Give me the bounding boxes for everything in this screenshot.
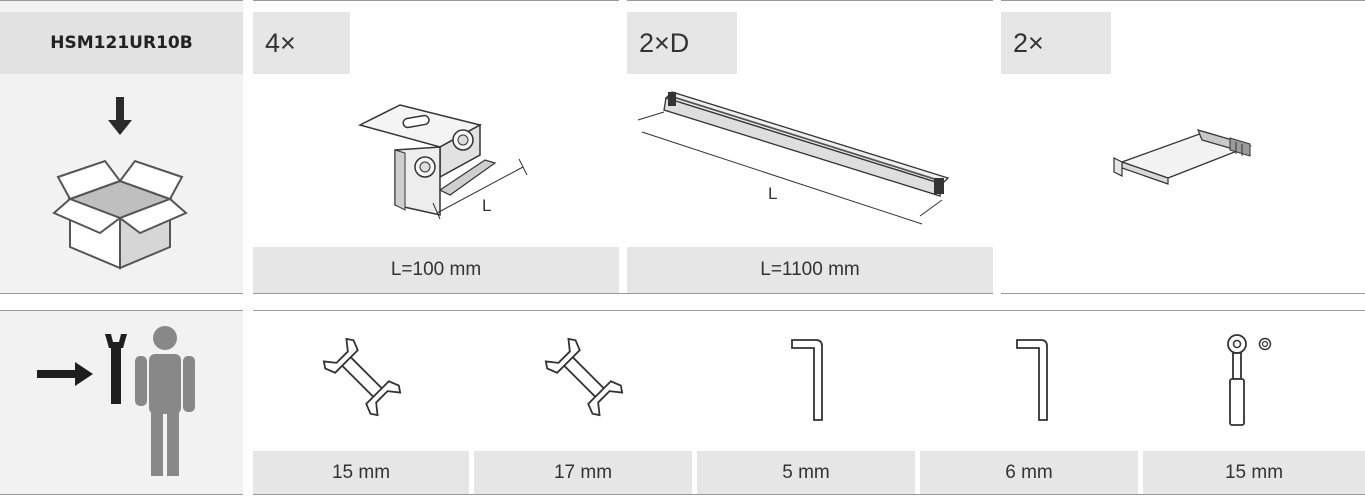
part-label-3-empty bbox=[1001, 247, 1365, 293]
tool-label-2: 17 mm bbox=[474, 451, 692, 494]
rail-dimension-letter: L bbox=[768, 184, 778, 203]
technician-with-tool-icon bbox=[37, 326, 195, 476]
tool-label-4: 6 mm bbox=[920, 451, 1138, 494]
product-code: HSM121UR10B bbox=[0, 12, 243, 74]
hex-key-icon bbox=[1016, 339, 1048, 421]
top-rule-3 bbox=[627, 0, 993, 1]
bottom-rule-1 bbox=[0, 494, 243, 495]
mid-rule-3 bbox=[1001, 293, 1365, 294]
tool-label-5: 15 mm bbox=[1143, 451, 1365, 494]
tool-label-1: 15 mm bbox=[253, 451, 469, 494]
socket-wrench-icon bbox=[1227, 334, 1272, 426]
part-label-1: L=100 mm bbox=[253, 247, 619, 293]
part-label-2: L=1100 mm bbox=[627, 247, 993, 293]
box-with-arrow-icon bbox=[52, 97, 188, 270]
top-rule-1 bbox=[0, 0, 243, 1]
bracket-dimension-letter: L bbox=[482, 196, 492, 215]
part-quantity-1: 4× bbox=[253, 12, 350, 74]
mounting-bracket-icon bbox=[357, 104, 528, 220]
open-end-wrench-icon bbox=[544, 337, 624, 417]
tools-top-rule-2 bbox=[253, 310, 1365, 311]
clamp-plate-icon bbox=[1113, 129, 1252, 185]
hex-key-icon bbox=[791, 339, 823, 421]
part-quantity-2: 2×D bbox=[627, 12, 737, 74]
top-rule-2 bbox=[253, 0, 619, 1]
bottom-rule-2 bbox=[253, 494, 1365, 495]
tool-label-3: 5 mm bbox=[697, 451, 915, 494]
open-end-wrench-icon bbox=[322, 337, 402, 417]
top-rule-4 bbox=[1001, 0, 1365, 1]
part-quantity-3: 2× bbox=[1001, 12, 1111, 74]
rail-profile-icon bbox=[637, 91, 950, 225]
mid-rule-1 bbox=[0, 293, 243, 294]
mid-rule-2 bbox=[253, 293, 993, 294]
tools-top-rule-1 bbox=[0, 310, 243, 311]
